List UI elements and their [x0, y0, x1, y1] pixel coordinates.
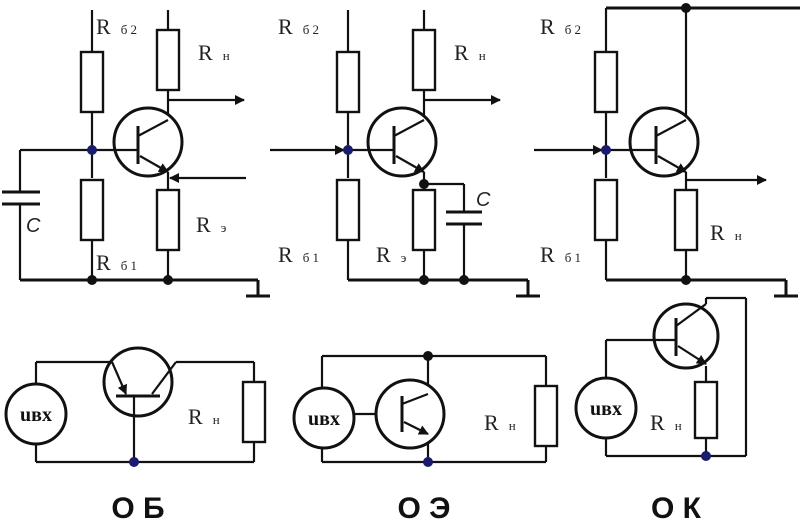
transistor-pnp-icon	[102, 346, 177, 418]
resistor-re	[155, 188, 181, 252]
source-label: uвх	[590, 398, 622, 420]
resistor-rn	[673, 188, 699, 252]
resistor-re	[411, 188, 437, 252]
junction-dot	[129, 457, 139, 467]
junction-dot	[419, 179, 429, 189]
junction-dot	[87, 145, 97, 155]
junction-dot	[423, 351, 433, 361]
junction-dot	[459, 275, 469, 285]
junction-dot	[163, 275, 173, 285]
label-capacitor: C	[26, 215, 41, 237]
voltage-source-icon: uвх	[4, 382, 68, 446]
junction-dot	[87, 275, 97, 285]
transistor-pnp-icon	[92, 106, 184, 178]
junction-dot	[343, 145, 353, 155]
junction-dot	[681, 275, 691, 285]
resistor-rn	[693, 380, 719, 440]
junction-dot	[681, 3, 691, 13]
junction-dot	[601, 145, 611, 155]
resistor-rb1	[593, 178, 619, 242]
transistor-pnp-icon	[606, 106, 700, 178]
junction-dot	[419, 275, 429, 285]
resistor-rb2	[335, 50, 361, 114]
resistor-rb2	[593, 50, 619, 114]
source-label: uвх	[308, 408, 340, 430]
transistor-pnp-icon	[652, 298, 720, 370]
circuit-title: О Б	[111, 492, 164, 525]
resistor-rb1	[335, 178, 361, 242]
circuit-title: О Э	[397, 492, 450, 525]
junction-dot	[701, 451, 711, 461]
junction-dot	[423, 457, 433, 467]
transistor-pnp-icon	[348, 106, 438, 178]
voltage-source-icon: uвх	[574, 376, 638, 440]
resistor-rn	[533, 384, 559, 448]
label-capacitor: C	[476, 189, 491, 211]
resistor-rb2	[79, 50, 105, 114]
circuit-title: О К	[651, 492, 702, 525]
resistor-rn	[411, 28, 437, 92]
transistor-pnp-icon	[374, 378, 446, 450]
voltage-source-icon: uвх	[292, 386, 356, 450]
resistor-rn	[155, 28, 181, 92]
resistor-rb1	[79, 178, 105, 242]
source-label: uвх	[20, 404, 52, 426]
resistor-rn	[241, 380, 267, 444]
